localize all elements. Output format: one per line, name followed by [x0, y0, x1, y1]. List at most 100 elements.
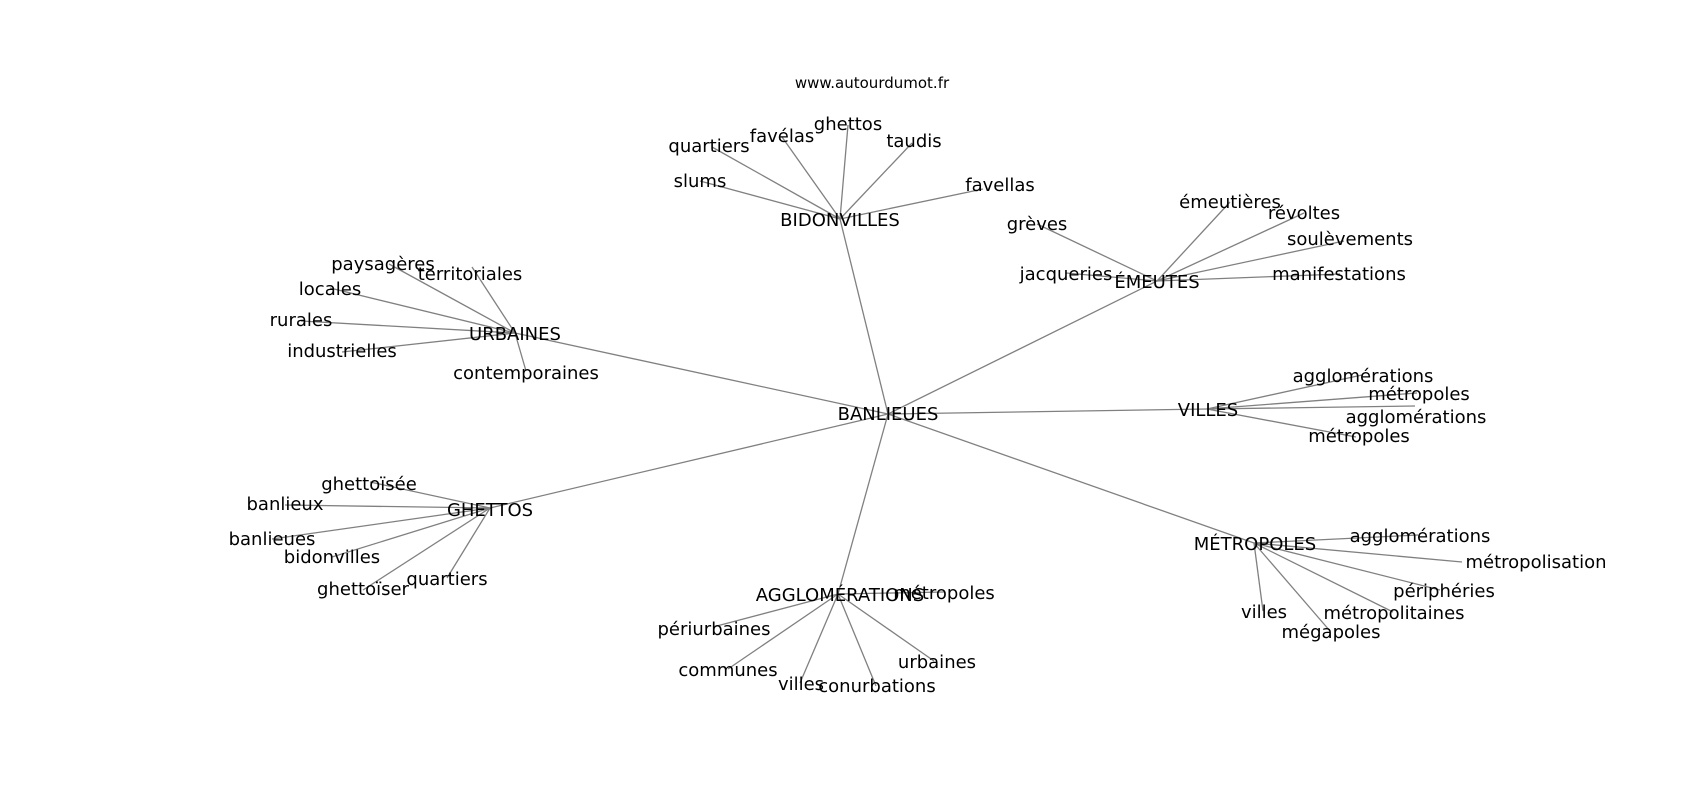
leaf-node: paysagères	[331, 254, 434, 275]
cluster-urbaines: URBAINES paysagères territoriales locale…	[270, 254, 599, 384]
edge-leaf	[1253, 542, 1463, 563]
edge-leaf	[1253, 542, 1331, 632]
edge-leaf	[837, 591, 945, 595]
edge-leaf	[1036, 223, 1158, 282]
hub-node: VILLES	[1178, 400, 1238, 421]
center-node: BANLIEUES	[838, 404, 939, 425]
edge-leaf	[388, 263, 516, 334]
edge-leaf	[369, 481, 491, 509]
edge-leaf	[837, 593, 877, 687]
hub-node: MÉTROPOLES	[1194, 533, 1316, 555]
leaf-node: soulèvements	[1287, 229, 1413, 250]
edge-center-bidonvilles	[839, 218, 889, 415]
hub-node: URBAINES	[469, 324, 561, 345]
leaf-node: urbaines	[898, 652, 976, 673]
leaf-node: locales	[299, 279, 361, 300]
leaf-node: jacqueries	[1019, 264, 1113, 285]
leaf-node: émeutières	[1179, 192, 1281, 213]
edge-leaf	[727, 593, 839, 670]
edge-leaf	[699, 180, 841, 220]
leaf-node: quartiers	[668, 136, 749, 157]
leaf-node: villes	[778, 674, 824, 695]
edge-leaf	[271, 507, 491, 540]
leaf-node: métropoles	[1368, 384, 1470, 405]
edge-leaf	[839, 142, 913, 220]
leaf-node: industrielles	[287, 341, 397, 362]
edge-leaf	[1156, 273, 1341, 282]
leaf-node: agglomérations	[1293, 366, 1434, 387]
edge-leaf	[1253, 534, 1419, 544]
edge-leaf	[1156, 240, 1345, 282]
leaf-node: banlieux	[246, 494, 323, 515]
leaf-node: métropoles	[1308, 426, 1410, 447]
edge-leaf	[1253, 542, 1394, 613]
edge-center-urbaines	[514, 332, 889, 415]
edge-leaf	[362, 507, 491, 591]
leaf-node: villes	[1241, 602, 1287, 623]
leaf-node: grèves	[1007, 214, 1068, 235]
edge-leaf	[300, 320, 516, 334]
leaf-node: taudis	[886, 131, 941, 152]
edge-leaf	[1206, 374, 1363, 410]
edge-leaf	[329, 287, 516, 334]
edge-leaf	[781, 136, 841, 220]
edge-leaf	[1253, 542, 1264, 612]
leaf-node: favellas	[965, 175, 1035, 196]
leaf-node: métropoles	[893, 583, 995, 604]
leaf-node: territoriales	[418, 264, 523, 285]
leaf-node: ghettoïser	[317, 579, 409, 600]
leaf-node: périurbaines	[657, 619, 770, 640]
leaf-node: agglomérations	[1346, 407, 1487, 428]
leaf-node: ghettoïsée	[321, 474, 417, 495]
edge-leaf	[839, 188, 984, 220]
source-label: www.autourdumot.fr	[795, 74, 950, 92]
leaf-node: périphéries	[1393, 581, 1495, 602]
edge-leaf	[446, 507, 491, 579]
edge-leaf	[341, 332, 516, 353]
leaf-node: banlieues	[229, 529, 316, 550]
leaf-node: ghettos	[814, 114, 882, 135]
leaf-node: conurbations	[818, 676, 935, 697]
edge-leaf	[839, 124, 849, 220]
edge-leaf	[1206, 392, 1418, 410]
edge-leaf	[799, 593, 839, 684]
leaf-node: rurales	[270, 310, 333, 331]
leaf-node: révoltes	[1268, 203, 1340, 224]
edge-leaf	[1156, 212, 1305, 282]
leaf-edges	[271, 124, 1463, 687]
edge-center-metropoles	[887, 413, 1255, 544]
edge-leaf	[1156, 201, 1231, 282]
cluster-villes: VILLES agglomérations métropoles agglomé…	[1178, 366, 1487, 447]
edge-center-villes	[887, 408, 1208, 415]
edge-leaf	[471, 266, 516, 334]
edge-center-ghettos	[489, 413, 889, 509]
cluster-ghettos: GHETTOS ghettoïsée banlieux banlieues bi…	[229, 474, 533, 600]
edge-leaf	[1253, 542, 1441, 591]
hub-node: BIDONVILLES	[780, 210, 900, 231]
leaf-node: manifestations	[1272, 264, 1406, 285]
edge-leaf	[284, 504, 491, 509]
edge-leaf	[331, 507, 491, 558]
hub-node: GHETTOS	[447, 500, 533, 521]
hub-node: AGGLOMÉRATIONS	[756, 584, 924, 606]
cluster-metropoles: MÉTROPOLES agglomérations métropolisatio…	[1194, 526, 1607, 643]
edge-center-emeutes	[887, 280, 1158, 415]
leaf-node: favélas	[750, 126, 815, 147]
edge-leaf	[1065, 272, 1158, 282]
leaf-node: slums	[674, 171, 727, 192]
hub-edges	[489, 218, 1255, 595]
cluster-bidonvilles: BIDONVILLES slums quartiers favélas ghet…	[668, 114, 1034, 231]
edge-center-agglomerations	[837, 413, 889, 595]
hub-node: ÉMEUTES	[1114, 271, 1199, 293]
edge-leaf	[711, 146, 841, 220]
edge-leaf	[1206, 408, 1357, 438]
edge-leaf	[712, 593, 839, 628]
edge-leaf	[514, 332, 527, 372]
leaf-node: métropolisation	[1465, 552, 1606, 573]
leaf-node: mégapoles	[1282, 622, 1381, 643]
leaf-node: communes	[678, 660, 777, 681]
leaf-node: bidonvilles	[284, 547, 380, 568]
edge-leaf	[1206, 405, 1416, 410]
leaf-node: quartiers	[406, 569, 487, 590]
